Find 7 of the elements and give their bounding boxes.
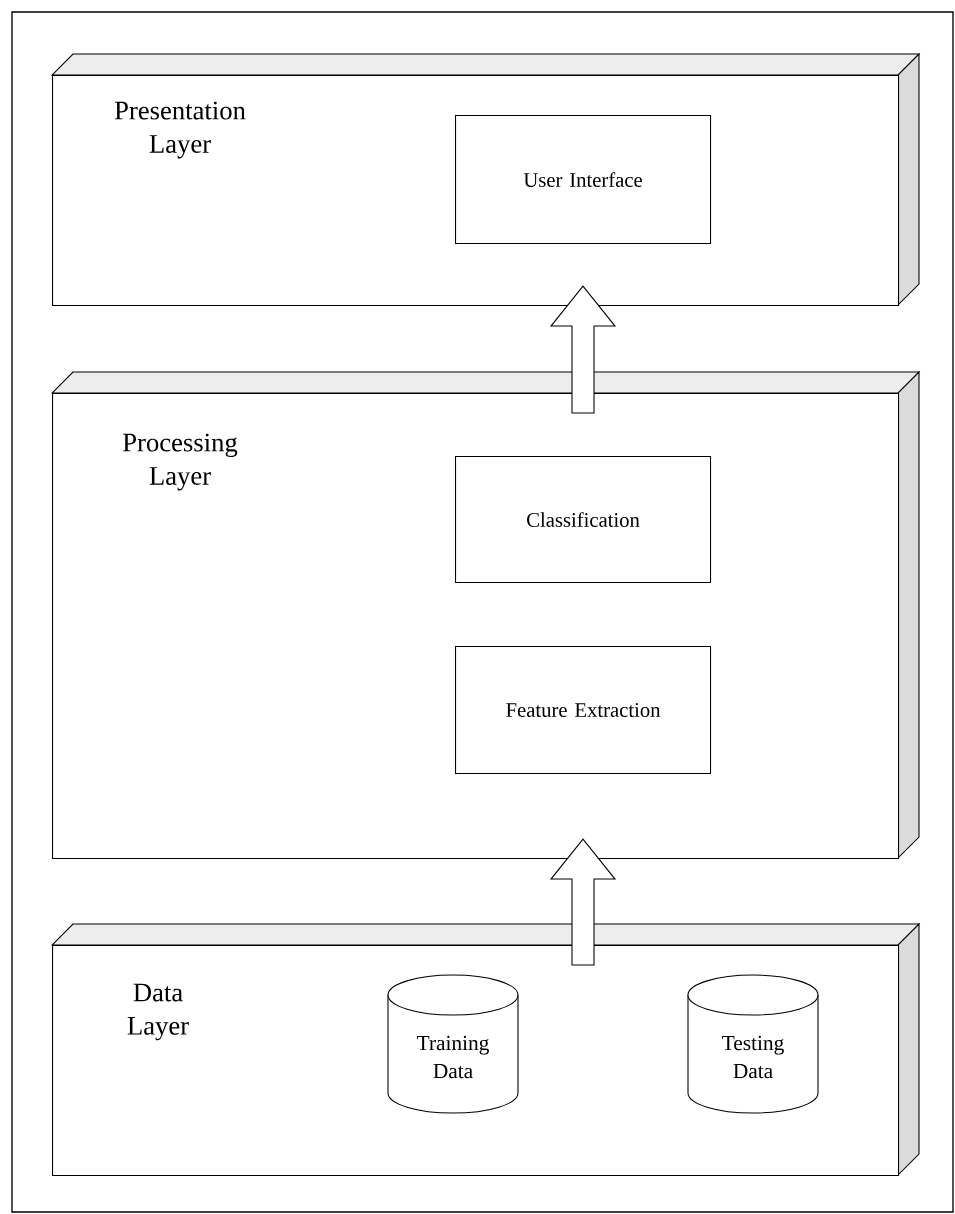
- block-arrow: [549, 838, 617, 966]
- process-box: User Interface: [455, 115, 712, 245]
- block-arrow: [549, 285, 617, 414]
- database-cylinder: Testing Data: [687, 974, 819, 1114]
- process-box: Classification: [455, 456, 712, 584]
- database-cylinder: Training Data: [387, 974, 519, 1114]
- process-box: Feature Extraction: [455, 646, 712, 775]
